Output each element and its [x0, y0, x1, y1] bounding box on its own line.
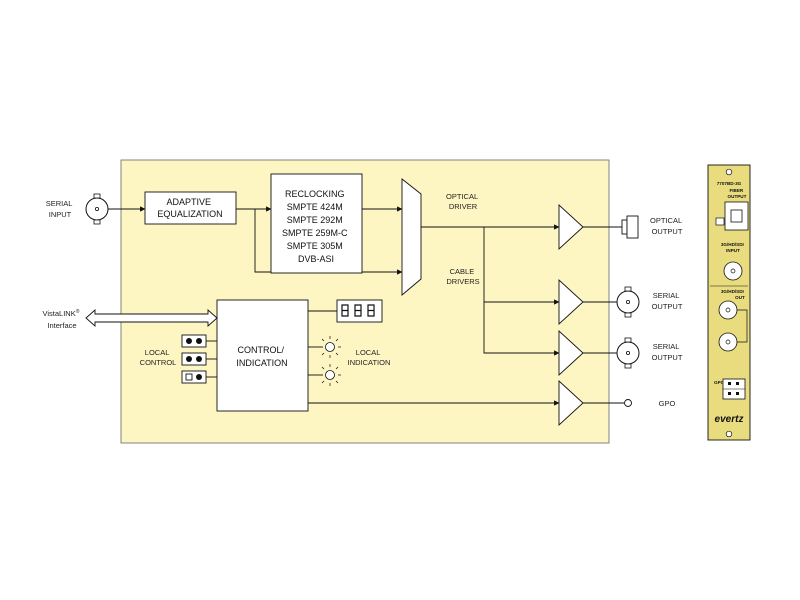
vistalink-label: VistaLINK® Interface: [43, 306, 82, 330]
rear-panel: 7707BD-3G FIBER OUTPUT 3G/HD/SDI INPUT 3…: [707, 164, 751, 441]
optical-output-label: OPTICAL OUTPUT: [650, 216, 684, 236]
optical-driver-label: OPTICAL DRIVER: [446, 192, 480, 211]
optical-connector-icon: [621, 215, 639, 239]
panel-input-label: 3G/HD/SDI INPUT: [721, 242, 745, 253]
panel-fiber-output-label: FIBER OUTPUT: [728, 188, 747, 199]
vistalink-bidirectional-arrow: [85, 308, 218, 328]
serial-output-1-bnc-icon: [616, 286, 640, 318]
led-indicator-1-icon: [308, 336, 341, 358]
local-control-switch-2-icon: [181, 352, 217, 366]
serial-output-1-label: SERIAL OUTPUT: [652, 291, 683, 311]
local-control-label: LOCAL CONTROL: [140, 348, 177, 367]
local-control-switch-3-icon: [181, 370, 217, 384]
led-indicator-2-icon: [308, 364, 341, 386]
panel-output-bnc-2-icon: [718, 332, 738, 352]
cable-driver-1-amplifier: [558, 278, 584, 326]
panel-model-label: 7707BD-3G: [717, 181, 742, 186]
serial-input-label: SERIAL INPUT: [46, 199, 75, 219]
panel-gpo-label: GPO: [714, 380, 725, 385]
cable-drivers-label: CABLE DRIVERS: [446, 267, 479, 286]
panel-fiber-connector-icon: [715, 201, 749, 231]
panel-input-bnc-icon: [723, 261, 743, 281]
local-indication-label: LOCAL INDICATION: [348, 348, 391, 367]
cable-driver-2-amplifier: [558, 329, 584, 377]
reclocking-label: RECLOCKING SMPTE 424M SMPTE 292M SMPTE 2…: [282, 189, 350, 264]
local-control-switch-1-icon: [181, 334, 217, 348]
panel-output-bnc-1-icon: [718, 300, 738, 320]
panel-gpo-terminal-icon: [722, 378, 746, 400]
multiplexer-shape: [401, 178, 422, 296]
serial-input-bnc-icon: [85, 193, 109, 225]
serial-output-2-label: SERIAL OUTPUT: [652, 342, 683, 362]
adaptive-equalization-block: [144, 191, 237, 225]
panel-output-label: 3G/HD/SDI OUT: [721, 289, 745, 300]
control-indication-block: [216, 299, 309, 412]
optical-driver-amplifier: [558, 203, 584, 251]
gpo-terminal-icon: [624, 399, 632, 407]
gpo-label: GPO: [659, 399, 676, 408]
seven-segment-display-icon: [336, 299, 383, 323]
reclocking-block: [270, 173, 363, 274]
adaptive-equalization-label: ADAPTIVE EQUALIZATION: [157, 197, 222, 219]
panel-brand-logo: evertz: [715, 414, 744, 425]
control-indication-label: CONTROL/ INDICATION: [236, 345, 287, 368]
serial-output-2-bnc-icon: [616, 337, 640, 369]
